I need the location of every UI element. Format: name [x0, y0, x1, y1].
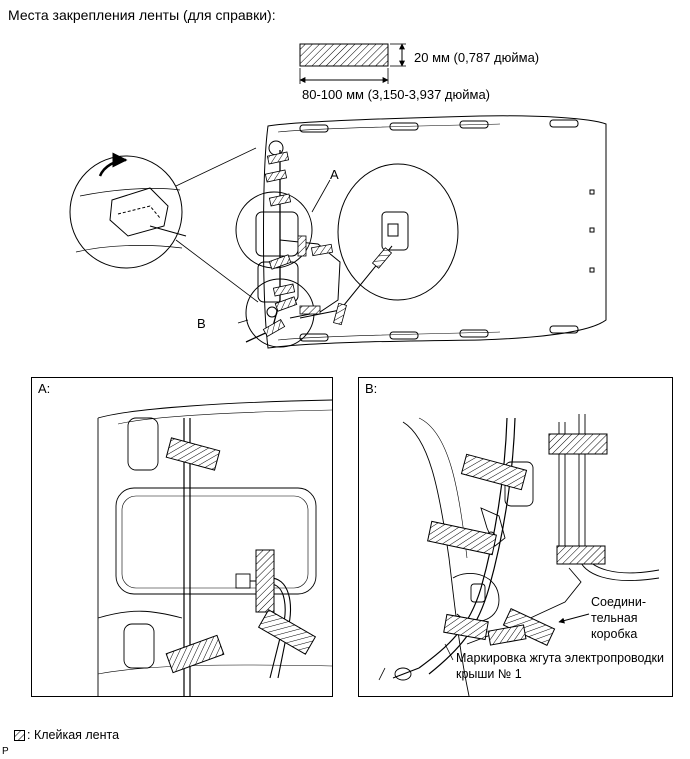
connector-a [235, 573, 251, 589]
roof-headliner-outline [263, 115, 607, 349]
tape-dimension-diagram [299, 43, 406, 84]
panel-a-drawing [97, 399, 332, 696]
page-title: Места закрепления ленты (для справки): [8, 7, 276, 23]
corner-mark: P [2, 746, 9, 757]
tape-marks-b [427, 433, 608, 646]
harness-end-connector [394, 667, 412, 681]
tape-sample [299, 43, 389, 67]
center-dome-area [337, 163, 459, 301]
detail-panel-a: A: [31, 377, 333, 697]
clip-part [109, 187, 169, 237]
tape-marks-overview [262, 151, 393, 338]
legend-label: : Клейкая лента [27, 728, 120, 742]
panel-b-drawing [378, 414, 660, 696]
label-a: A [330, 167, 339, 182]
roof-harness-marking-label: Маркировка жгута электропроводки крыши №… [456, 651, 664, 681]
tape-width-label: 20 мм (0,787 дюйма) [414, 50, 540, 65]
detail-panel-b: B: [358, 377, 673, 697]
tape-length-label: 80-100 мм (3,150-3,937 дюйма) [302, 87, 491, 102]
dome-lamp [381, 211, 409, 251]
legend: : Клейкая лента [14, 728, 119, 743]
tape-marks-a [165, 437, 317, 674]
label-b: B [197, 316, 206, 331]
wire-harness-overview [245, 150, 281, 343]
roof-overview-diagram [69, 115, 607, 349]
panel-b-tag: B: [365, 381, 378, 396]
detail-clip-circle [69, 155, 183, 269]
adhesive-tape-swatch [14, 730, 25, 741]
junction-box-label: Соедини-тельная коробка [591, 595, 646, 641]
panel-a-tag: A: [38, 381, 51, 396]
